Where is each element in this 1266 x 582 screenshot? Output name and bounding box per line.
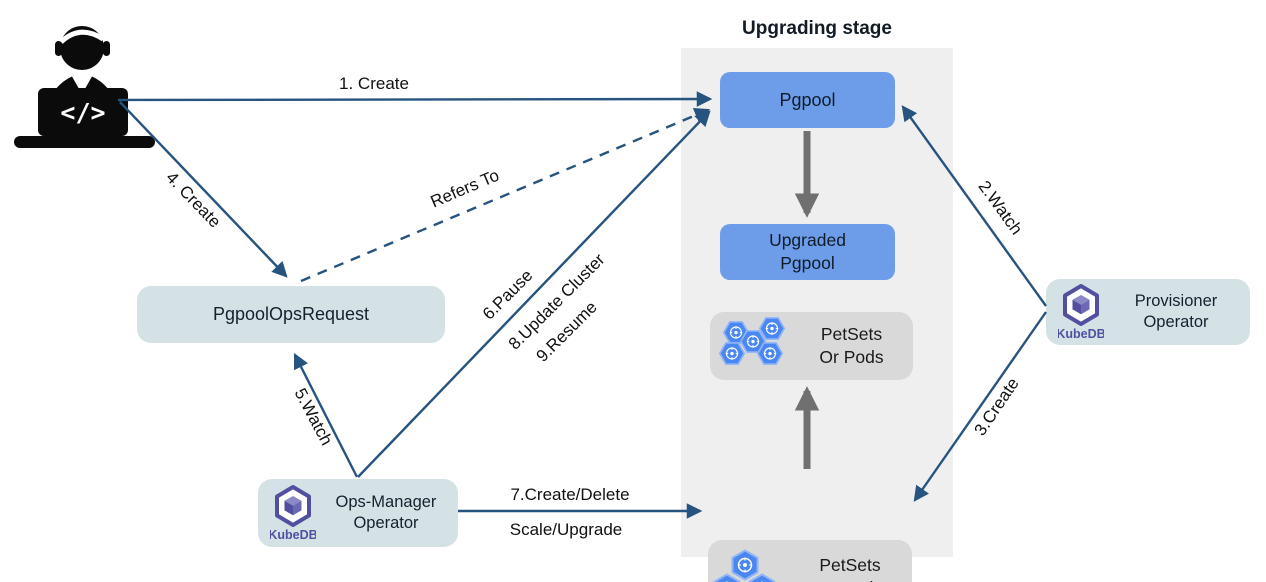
petsets-new-node: PetSets Or Pods bbox=[710, 312, 913, 380]
petsets-new-label-line2: Or Pods bbox=[819, 347, 884, 367]
upgraded-pgpool-node: Upgraded Pgpool bbox=[720, 224, 895, 280]
ops-manager-operator-node: KubeDB Ops-Manager Operator bbox=[258, 479, 458, 547]
edge-5-watch-label: 5.Watch bbox=[290, 385, 337, 449]
edge-4-create-label: 4. Create bbox=[162, 167, 225, 232]
ops-manager-operator-label: Ops-Manager Operator bbox=[322, 492, 450, 534]
provisioner-operator-node: KubeDB Provisioner Operator bbox=[1046, 279, 1250, 345]
edge-refers-to-label: Refers To bbox=[427, 165, 502, 212]
upgrading-stage-title: Upgrading stage bbox=[742, 18, 892, 39]
edge-3-create-label: 3.Create bbox=[970, 374, 1023, 440]
petsets-new-label-line1: PetSets bbox=[820, 324, 883, 344]
provisioner-operator-label: Provisioner Operator bbox=[1110, 291, 1242, 333]
edge-7-create-delete-label: 7.Create/Delete bbox=[510, 485, 630, 504]
petsets-new-label: PetSets Or Pods bbox=[794, 323, 909, 369]
edge-7-scale-upgrade-label: Scale/Upgrade bbox=[509, 520, 623, 539]
upgraded-pgpool-label-line2: Pgpool bbox=[780, 253, 835, 273]
petsets-current-label-line1: PetSets bbox=[819, 554, 881, 575]
pgpool-ops-request-node: PgpoolOpsRequest bbox=[137, 286, 445, 343]
pgpool-node: Pgpool bbox=[720, 72, 895, 128]
ops-manager-label-line2: Operator bbox=[353, 514, 419, 532]
pod-hexagon-icon bbox=[719, 342, 746, 366]
edge-1-create-label: 1. Create bbox=[339, 74, 409, 93]
edge-refers-to-line bbox=[300, 107, 711, 283]
code-glyph: </> bbox=[60, 98, 105, 127]
pod-hexagon-icon bbox=[757, 342, 784, 366]
provisioner-label-line1: Provisioner bbox=[1134, 292, 1218, 310]
upgraded-pgpool-label-line1: Upgraded bbox=[769, 230, 846, 250]
pod-hexagon-icon bbox=[748, 573, 776, 582]
pod-hexagon-icon bbox=[713, 573, 741, 582]
edge-2-watch-label: 2.Watch bbox=[974, 177, 1027, 239]
kubedb-logo-icon: KubeDB bbox=[1058, 284, 1104, 341]
ops-manager-label-line1: Ops-Manager bbox=[335, 493, 437, 511]
provisioner-label-line2: Operator bbox=[1143, 313, 1209, 331]
petsets-current-label: PetSets Or Pods bbox=[792, 554, 908, 582]
developer-user-icon: </> bbox=[14, 26, 155, 148]
kubedb-wordmark: KubeDB bbox=[270, 528, 316, 542]
kubedb-logo-icon: KubeDB bbox=[270, 485, 316, 542]
kubedb-wordmark: KubeDB bbox=[1058, 327, 1104, 341]
petsets-current-label-line2: Or Pods bbox=[792, 577, 908, 582]
pgpool-ops-request-label: PgpoolOpsRequest bbox=[212, 304, 370, 324]
pgpool-label: Pgpool bbox=[779, 89, 836, 110]
petsets-current-node: PetSets Or Pods bbox=[708, 540, 912, 582]
edge-1-create-line bbox=[117, 91, 713, 107]
laptop-icon bbox=[38, 88, 128, 136]
